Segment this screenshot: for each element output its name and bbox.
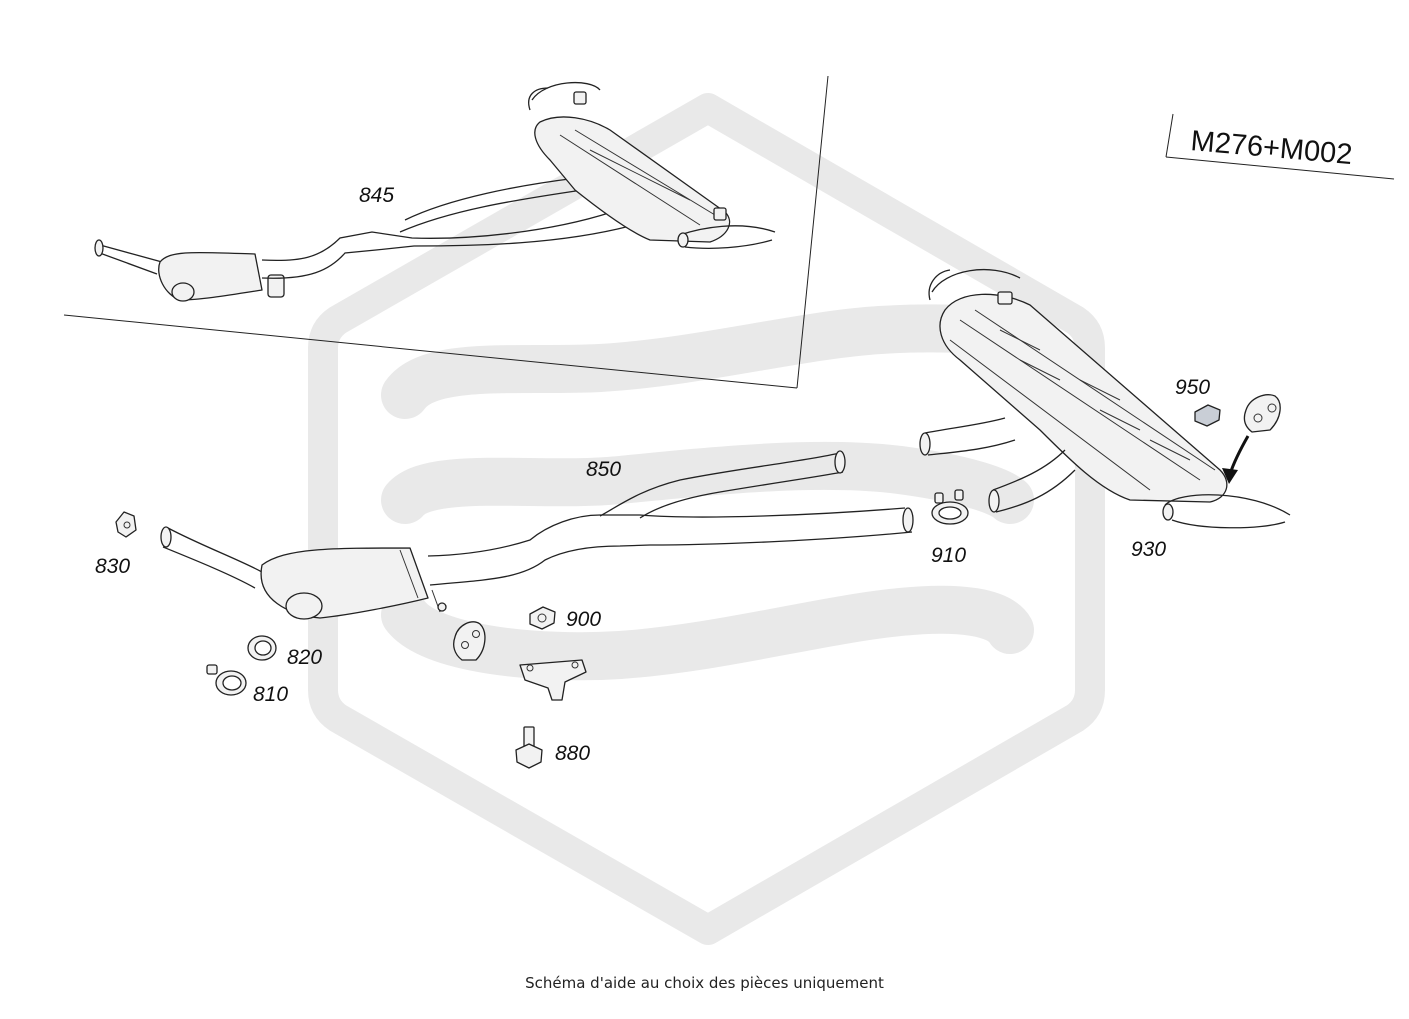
part-900-nut bbox=[529, 606, 556, 630]
part-830-clip bbox=[115, 511, 137, 538]
part-rubber-mount-rear bbox=[1243, 394, 1281, 433]
callout-900: 900 bbox=[566, 608, 601, 631]
part-bracket bbox=[519, 659, 587, 701]
engine-code: M276+M002 bbox=[1189, 125, 1353, 171]
part-820-ring bbox=[247, 635, 277, 661]
callout-930: 930 bbox=[1131, 538, 1166, 561]
part-rubber-mount-front bbox=[453, 621, 486, 661]
inset-exhaust-assembly bbox=[94, 81, 776, 302]
indicator-arrow bbox=[1222, 435, 1250, 484]
part-910-clamp bbox=[931, 489, 969, 525]
callout-820: 820 bbox=[287, 646, 322, 669]
part-950-nut bbox=[1194, 404, 1221, 427]
callout-845: 845 bbox=[359, 184, 394, 207]
callout-850: 850 bbox=[586, 458, 621, 481]
inset-frame bbox=[63, 75, 829, 389]
engine-code-frame bbox=[1165, 113, 1395, 180]
callout-830: 830 bbox=[95, 555, 130, 578]
rear-silencer bbox=[919, 268, 1291, 529]
part-880-bolt bbox=[515, 726, 543, 769]
callout-880: 880 bbox=[555, 742, 590, 765]
footer-note: Schéma d'aide au choix des pièces unique… bbox=[525, 974, 884, 992]
part-810-clamp bbox=[206, 664, 247, 696]
callout-910: 910 bbox=[931, 544, 966, 567]
callout-810: 810 bbox=[253, 683, 288, 706]
front-pipe-assembly bbox=[160, 450, 914, 620]
callout-950: 950 bbox=[1175, 376, 1210, 399]
